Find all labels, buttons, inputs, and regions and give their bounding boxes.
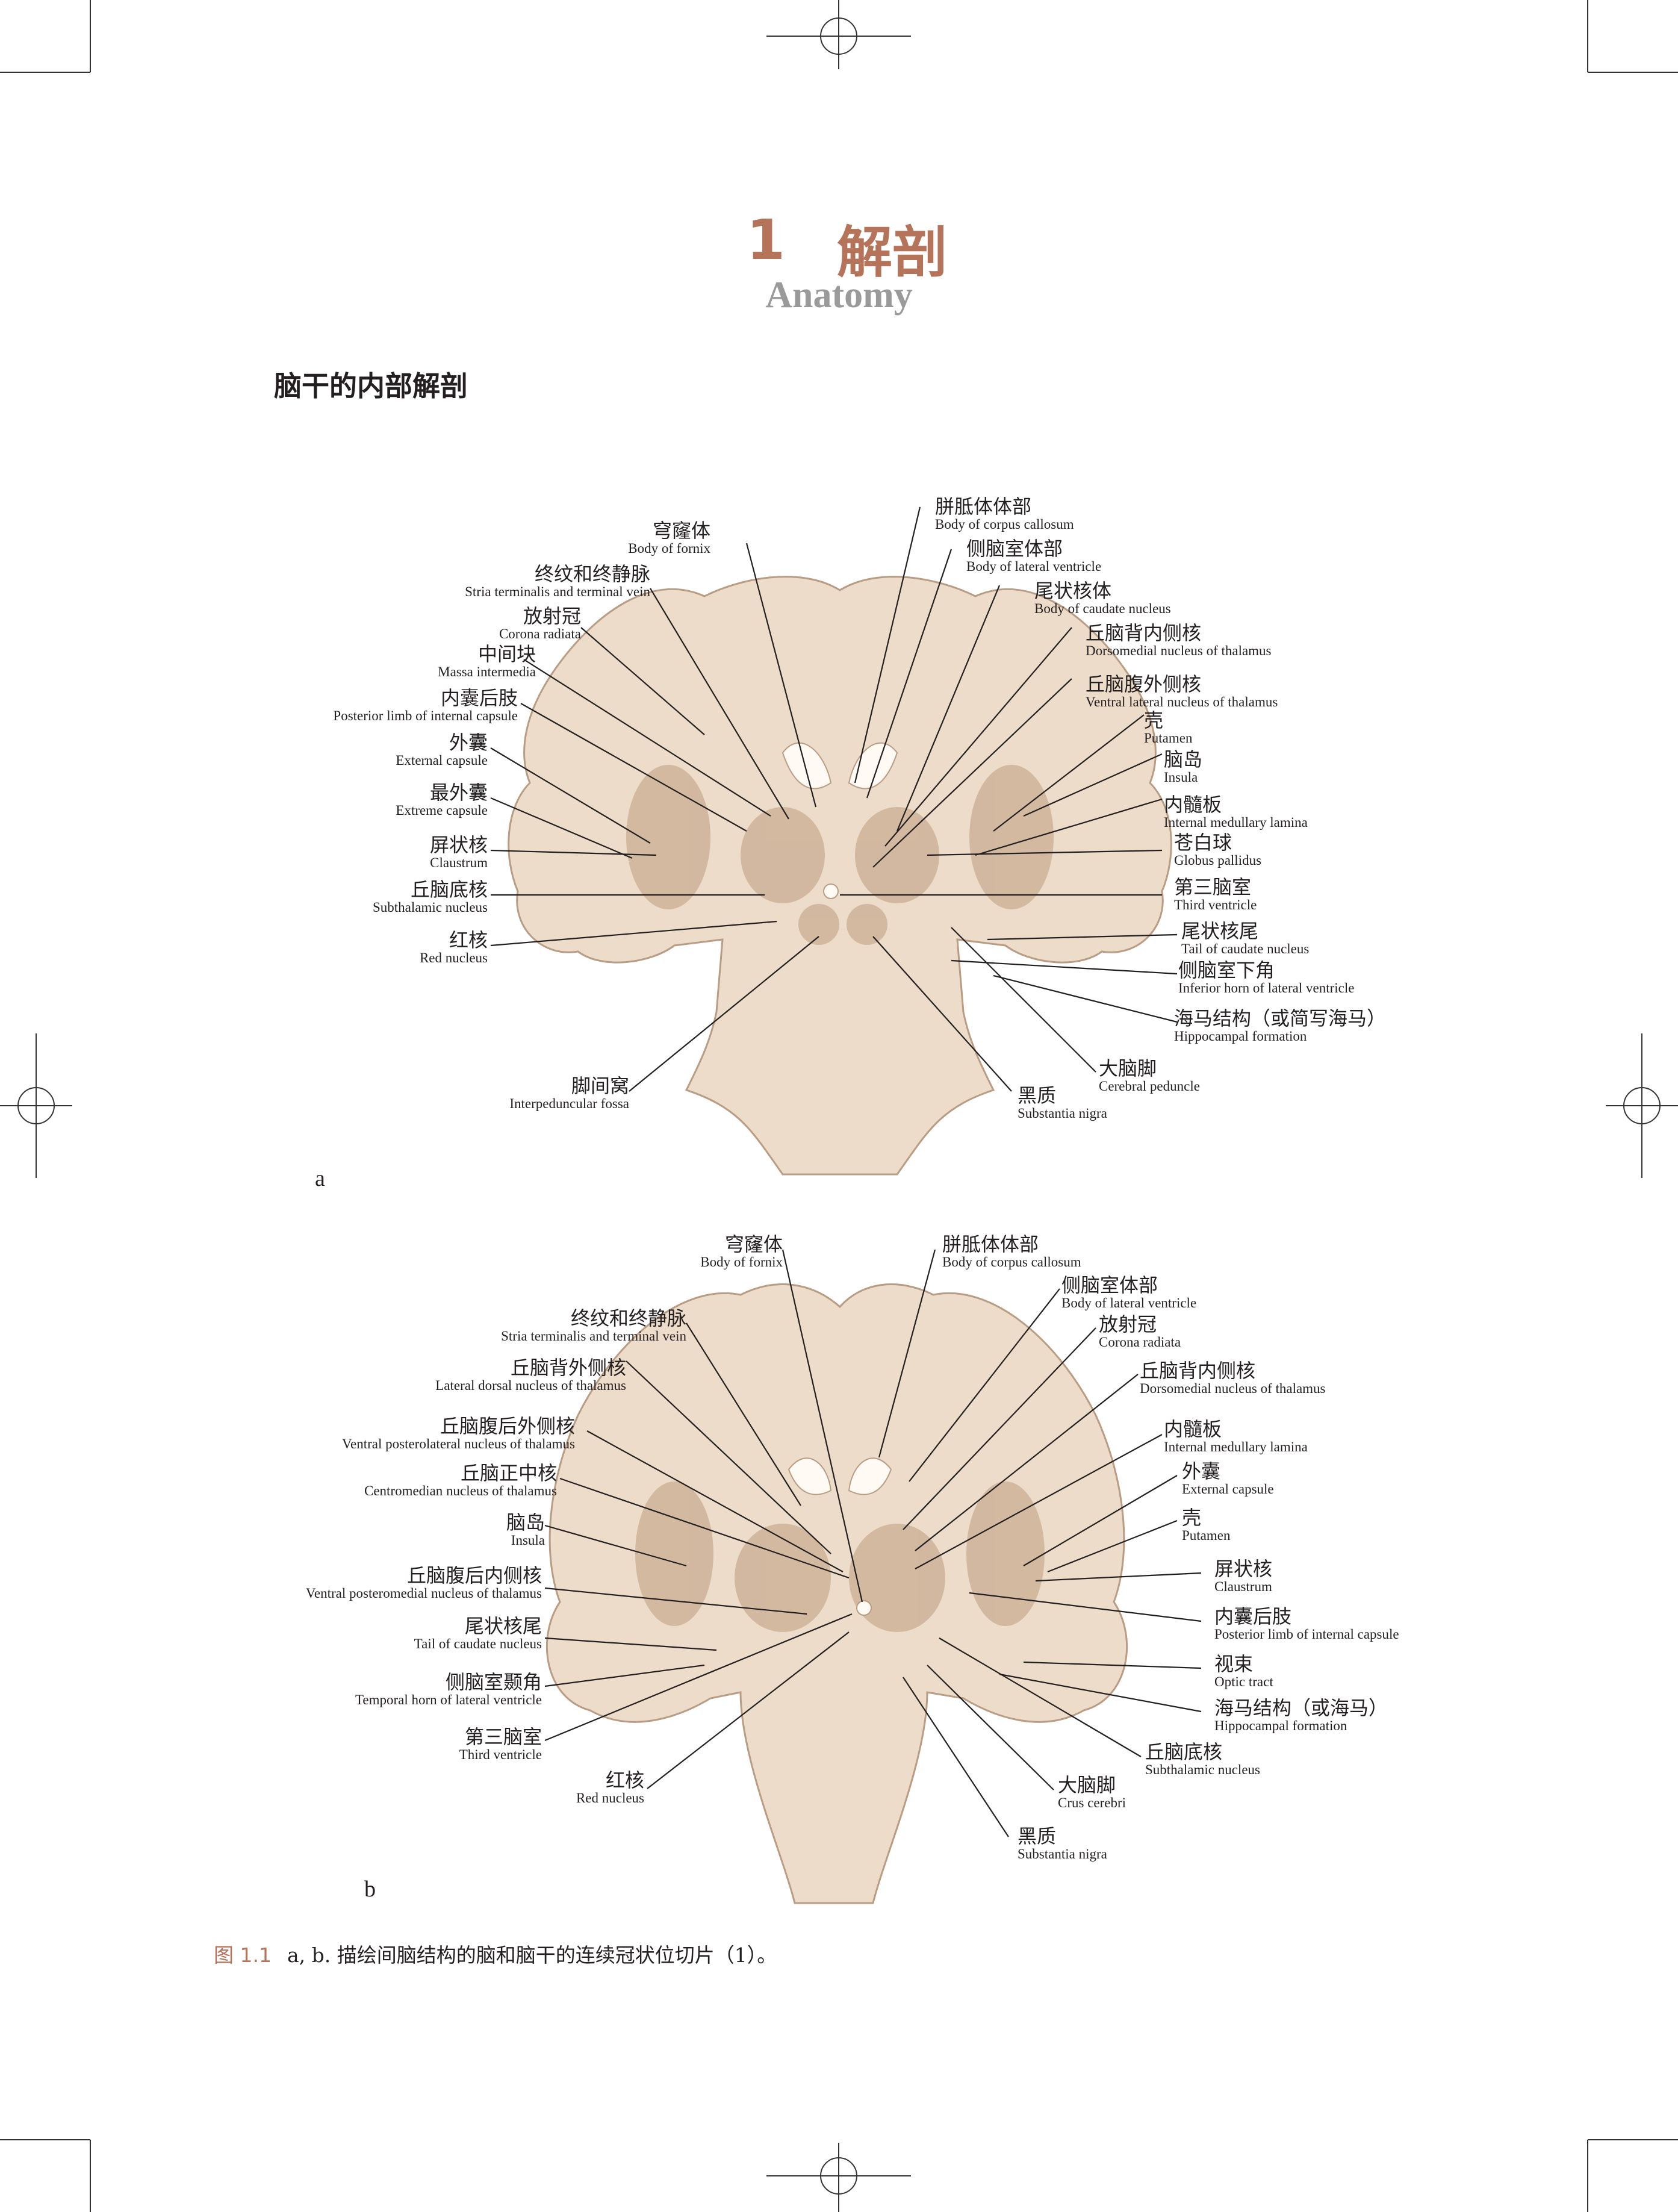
chapter-title-en: Anatomy — [765, 275, 913, 316]
caption-text: a, b. 描绘间脑结构的脑和脑干的连续冠状位切片（1）。 — [287, 1943, 777, 1967]
label-a-hippocampal-formation: 海马结构（或简写海马）Hippocampal formation — [1174, 1007, 1387, 1044]
caption-label: 图 1.1 — [214, 1943, 272, 1967]
panel-letter-b: b — [364, 1877, 376, 1902]
brain-section-a-image — [490, 506, 1178, 1176]
label-b-hippocampal-formation: 海马结构（或海马）Hippocampal formation — [1214, 1696, 1388, 1733]
brain-section-b-image — [544, 1249, 1202, 1904]
chapter-number: 1 — [747, 208, 786, 272]
chapter-title-cn: 解剖 — [837, 220, 948, 285]
panel-letter-a: a — [315, 1166, 325, 1191]
section-heading: 脑干的内部解剖 — [274, 370, 468, 402]
figure-caption: 图 1.1 a, b. 描绘间脑结构的脑和脑干的连续冠状位切片（1）。 — [214, 1939, 777, 1968]
